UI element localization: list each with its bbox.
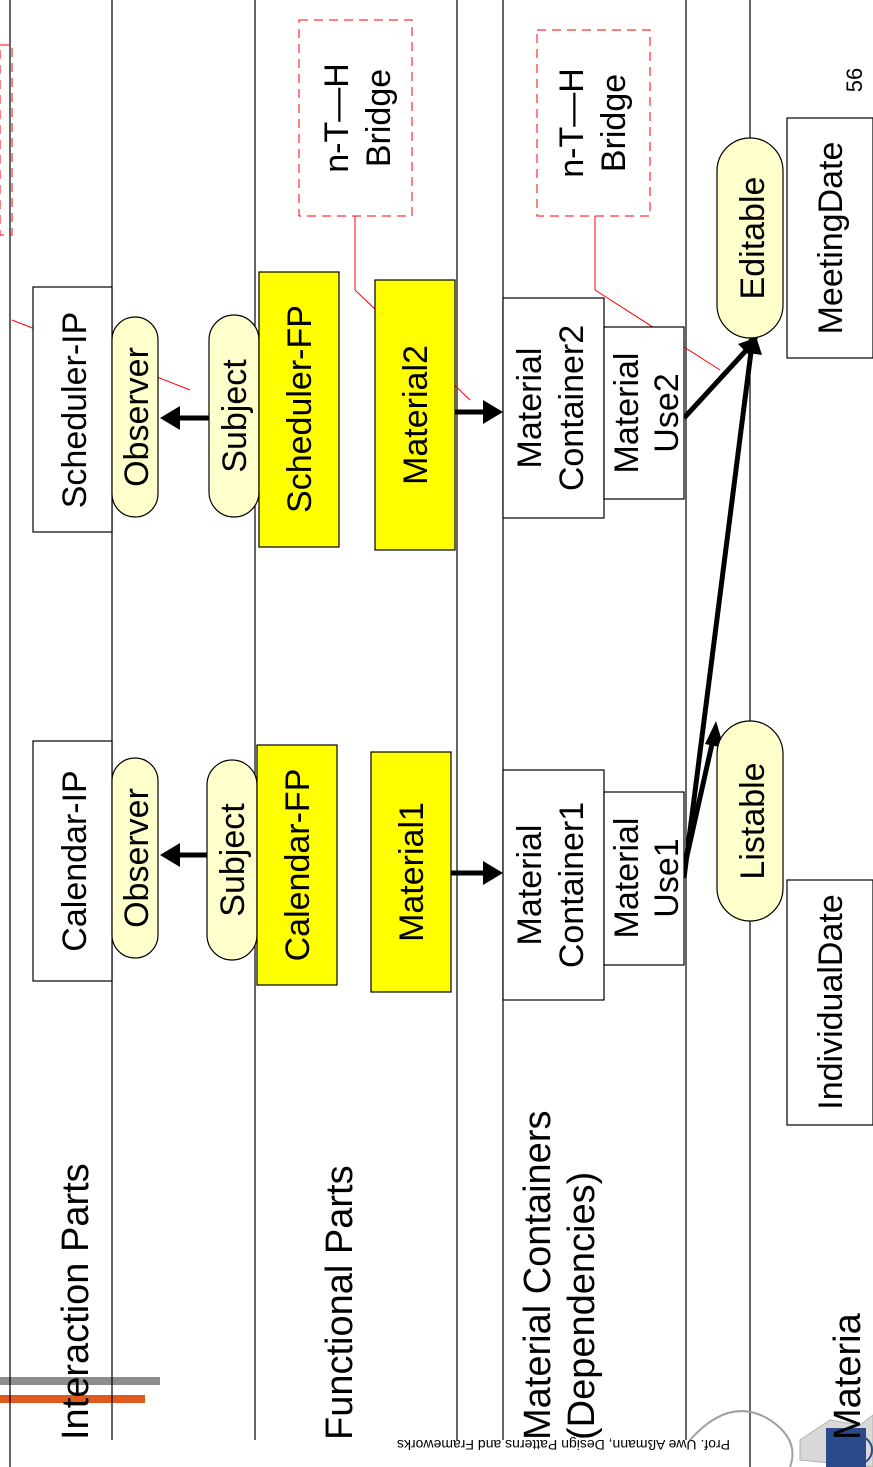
calendar-fp-label: Calendar-FP — [279, 769, 317, 962]
observer-left-label: Observer — [118, 788, 156, 928]
logo-sketch-curve — [689, 1410, 794, 1467]
editable-pill — [716, 137, 784, 339]
bridge1-label-line2: Bridge — [360, 69, 398, 167]
container2-label-line1: Material — [511, 348, 549, 469]
layer-label-material: Materia — [827, 1312, 869, 1440]
layer-separators — [9, 0, 751, 1467]
arrow-use1-editable — [681, 343, 755, 879]
material1-box — [370, 751, 452, 993]
decorative-bar-orange — [0, 1395, 145, 1403]
individual-date-box — [786, 879, 873, 1126]
meeting-date-box — [786, 117, 873, 359]
material2-label: Material2 — [397, 345, 435, 485]
scheduler-fp-label: Scheduler-FP — [281, 305, 319, 513]
calendar-ip-box — [32, 740, 113, 982]
material2-box — [374, 279, 456, 551]
material-container2-box — [502, 297, 605, 519]
boxes — [32, 117, 873, 1126]
listable-pill — [716, 720, 784, 922]
editable-label: Editable — [734, 177, 772, 300]
material-container1-box — [502, 769, 605, 1001]
labels: Interaction Parts Functional Parts Mater… — [55, 63, 869, 1453]
subject-right-label: Subject — [216, 359, 254, 473]
logo-block — [826, 1428, 866, 1467]
material-use1-box — [603, 791, 685, 966]
layer-label-interaction: Interaction Parts — [55, 1163, 97, 1440]
bridge2-label-line1: n-T—H — [553, 68, 591, 178]
container1-label-line2: Container1 — [553, 802, 591, 968]
arrowhead-3 — [483, 400, 503, 424]
arrow-use1-listable — [679, 734, 717, 879]
page-number: 56 — [842, 68, 867, 92]
container1-label-line1: Material — [511, 825, 549, 946]
bridge2-label-line2: Bridge — [595, 74, 633, 172]
arrow-use2-editable — [682, 342, 754, 420]
logo-partial — [689, 1410, 873, 1467]
bridge-frame-top-partial — [0, 44, 13, 236]
arrowhead-2 — [160, 843, 180, 867]
calendar-ip-label: Calendar-IP — [56, 770, 94, 951]
arrows — [160, 330, 762, 885]
observer-right-label: Observer — [118, 347, 156, 487]
bridge1-label-line1: n-T—H — [318, 63, 356, 173]
layer-label-containers-line2: (Dependencies) — [561, 1172, 603, 1440]
material1-label: Material1 — [393, 802, 431, 942]
meeting-date-label: MeetingDate — [812, 142, 850, 335]
logo-seal — [843, 1435, 873, 1465]
use2-label-line1: Material — [608, 353, 646, 474]
arrowhead-1 — [160, 406, 180, 430]
layer-label-containers-line1: Material Containers — [517, 1111, 559, 1440]
observer-left-pill — [111, 757, 159, 959]
scheduler-ip-box — [32, 286, 113, 533]
subject-left-label: Subject — [214, 803, 252, 917]
scheduler-ip-label: Scheduler-IP — [56, 312, 94, 509]
calendar-fp-box — [256, 744, 338, 986]
container2-label-line2: Container2 — [553, 325, 591, 491]
arrowhead-4 — [483, 861, 503, 885]
decorative-bar-gray — [0, 1377, 160, 1385]
footer-credit: Prof. Uwe Aßmann, Design Patterns and Fr… — [397, 1437, 730, 1453]
observer-right-pill — [111, 316, 159, 518]
use1-label-line1: Material — [608, 818, 646, 939]
use2-label-line2: Use2 — [648, 373, 686, 452]
layer-label-functional: Functional Parts — [319, 1165, 361, 1440]
use1-label-line2: Use1 — [648, 838, 686, 917]
listable-label: Listable — [734, 762, 772, 879]
material-use2-box — [603, 326, 685, 500]
arrowhead-6 — [742, 330, 762, 355]
scheduler-fp-box — [258, 271, 340, 548]
individual-date-label: IndividualDate — [812, 894, 850, 1109]
